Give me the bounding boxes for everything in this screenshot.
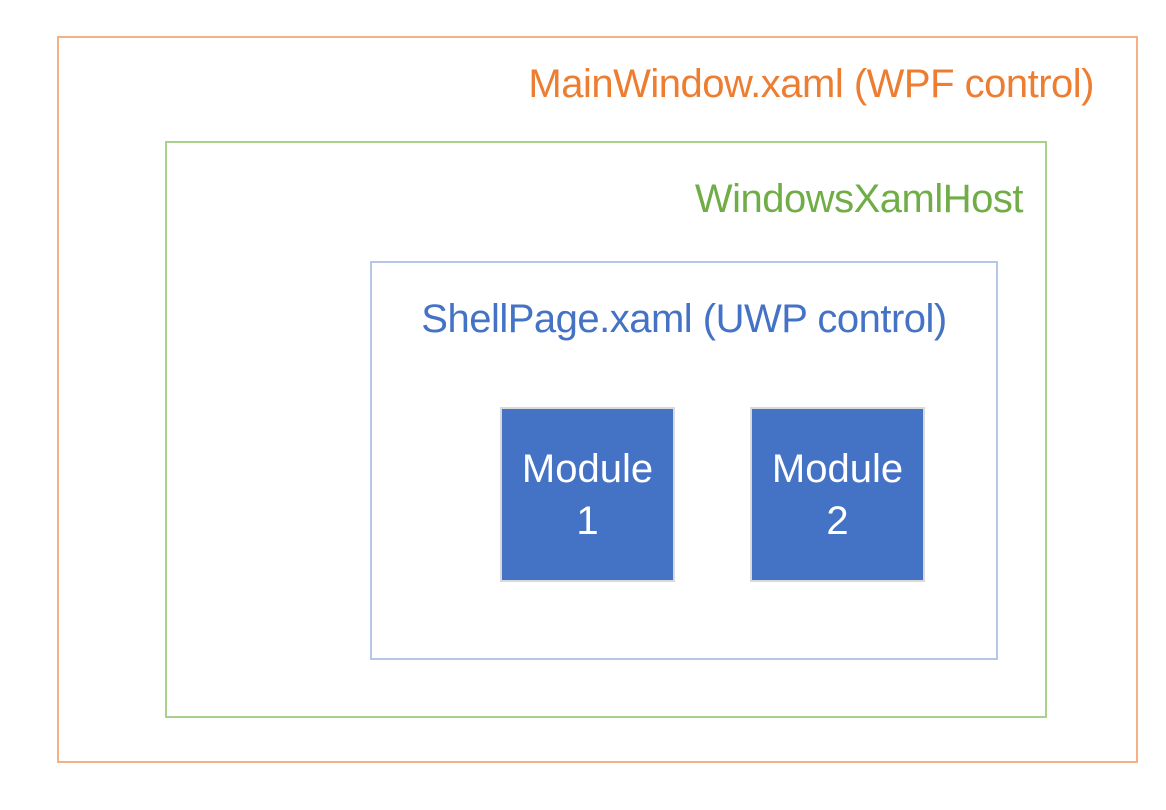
mainwindow-wpf-box: MainWindow.xaml (WPF control) WindowsXam… <box>57 36 1138 763</box>
windows-xaml-host-label: WindowsXamlHost <box>694 177 1024 221</box>
module-1-box: Module 1 <box>500 407 675 582</box>
module-1-label-line1: Module <box>521 446 654 491</box>
shellpage-uwp-label: ShellPage.xaml (UWP control) <box>421 297 947 341</box>
module-2-box: Module 2 <box>750 407 925 582</box>
module-1-label-line2: 1 <box>576 498 599 543</box>
module-2-label-line1: Module <box>771 446 904 491</box>
module-2-label-line2: 2 <box>826 498 849 543</box>
shellpage-uwp-box: ShellPage.xaml (UWP control) Module 1 Mo… <box>370 261 998 660</box>
mainwindow-wpf-label: MainWindow.xaml (WPF control) <box>528 62 1094 106</box>
windows-xaml-host-box: WindowsXamlHost ShellPage.xaml (UWP cont… <box>165 141 1047 718</box>
